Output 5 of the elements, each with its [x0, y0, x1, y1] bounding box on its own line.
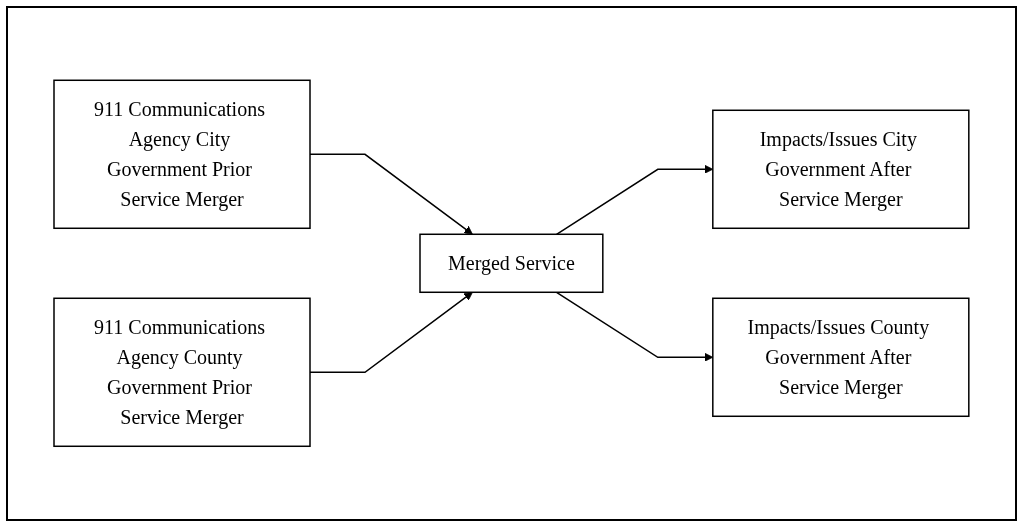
node-box: Impacts/Issues County Government After Service Merger [712, 297, 970, 418]
node-box: Impacts/Issues City Government After Service Merger [712, 109, 970, 230]
node-box: 911 Communications Agency City Government Prior Service Merger [53, 79, 311, 230]
node-box: Merged Service [419, 233, 604, 294]
node-box: 911 Communications Agency County Government Prior Service Merger [53, 297, 311, 448]
